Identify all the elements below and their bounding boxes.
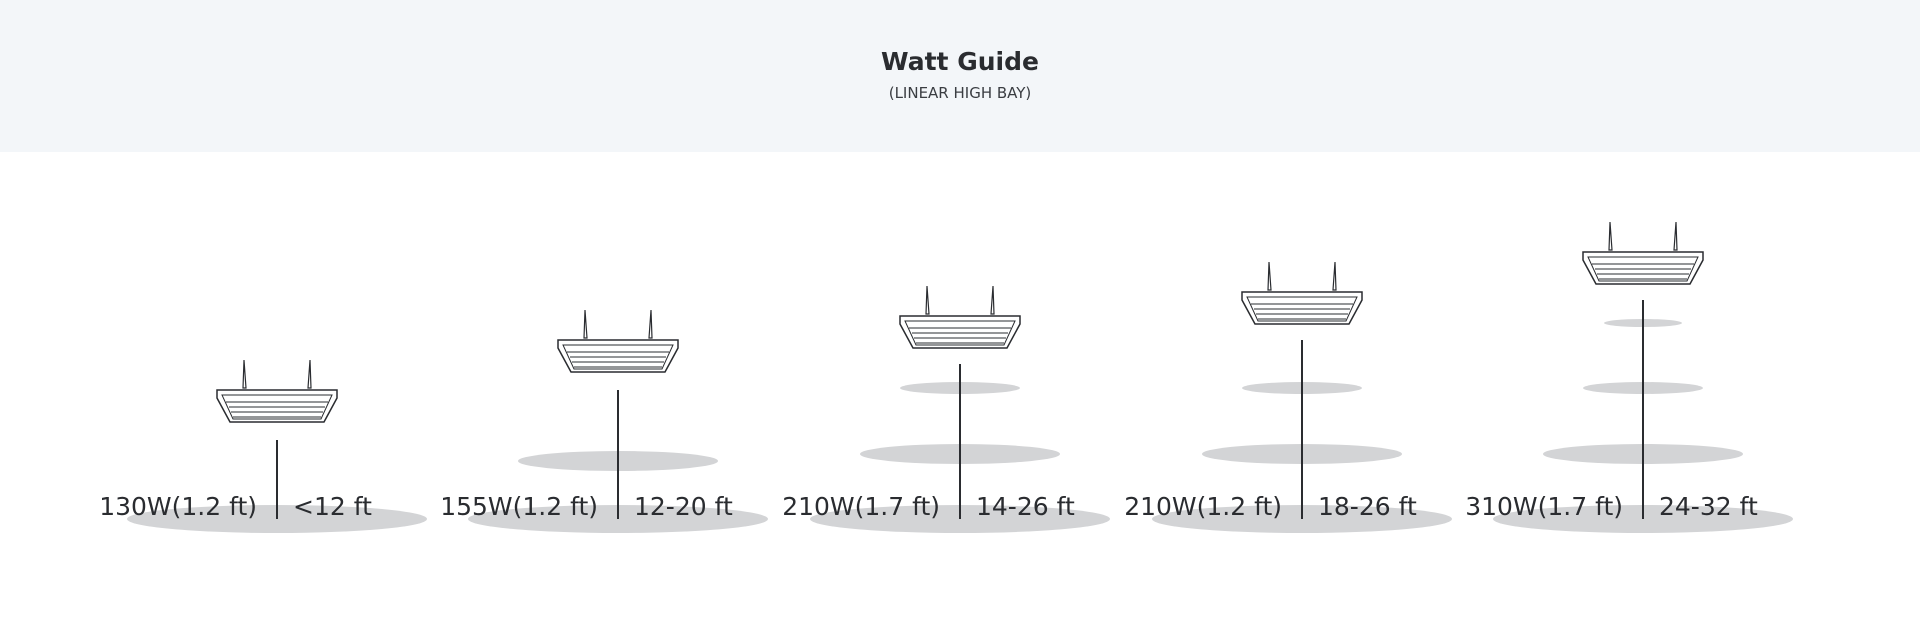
page-title: Watt Guide [881,47,1039,76]
mounting-height-label: 12-20 ft [634,492,733,521]
fixture-illustration [468,309,768,533]
mounting-height-label: 18-26 ft [1318,492,1417,521]
fixture-item-210w-17ft: 210W(1.7 ft) 14-26 ft [782,152,1130,621]
mounting-height-label: <12 ft [293,492,372,521]
page-subtitle: (LINEAR HIGH BAY) [888,84,1032,102]
high-bay-lamp-icon [899,285,1021,349]
fixture-item-210w-12ft: 210W(1.2 ft) 18-26 ft [1124,152,1472,621]
wattage-label: 310W(1.7 ft) [1465,492,1623,521]
high-bay-lamp-icon [216,359,338,423]
mounting-height-label: 14-26 ft [976,492,1075,521]
fixture-item-155w: 155W(1.2 ft) 12-20 ft [440,152,788,621]
high-bay-lamp-icon [1241,261,1363,325]
fixture-item-310w: 310W(1.7 ft) 24-32 ft [1465,152,1813,621]
wattage-label: 155W(1.2 ft) [440,492,598,521]
high-bay-lamp-icon [1582,221,1704,285]
high-bay-lamp-icon [557,309,679,373]
fixture-illustration [1493,221,1793,533]
wattage-label: 210W(1.7 ft) [782,492,940,521]
wattage-label: 130W(1.2 ft) [99,492,257,521]
mounting-height-label: 24-32 ft [1659,492,1758,521]
fixture-item-130w: 130W(1.2 ft) <12 ft [99,152,447,621]
fixture-illustration [127,359,427,533]
fixture-illustration [1152,261,1452,533]
fixture-illustration [810,285,1110,533]
header-banner: Watt Guide (LINEAR HIGH BAY) [0,0,1920,152]
wattage-label: 210W(1.2 ft) [1124,492,1282,521]
